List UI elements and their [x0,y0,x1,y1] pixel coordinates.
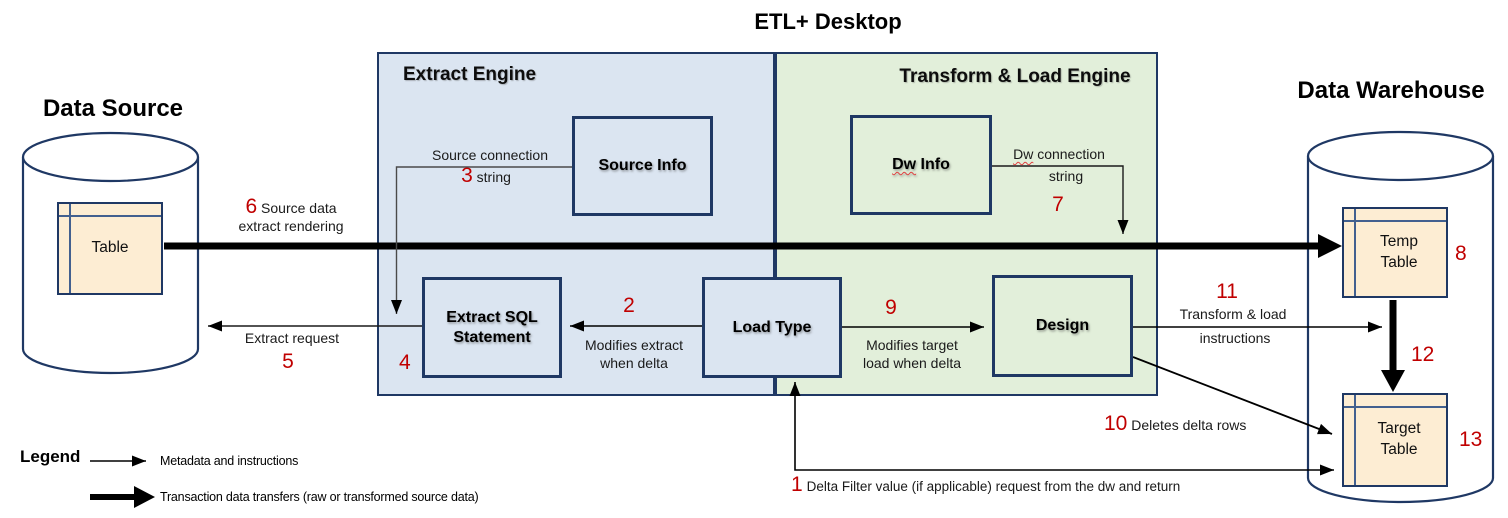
annotation-11-line1: Transform & load [1179,306,1287,322]
annotation-3-number: 3 [461,164,473,187]
load-type-box: Load Type [702,277,842,378]
annotation-10: 10 Deletes delta rows [1104,412,1247,435]
source-table-label: Table [91,239,129,257]
annotation-7-line2: string [1048,168,1084,184]
dw-info-label-word: Dw [892,156,917,173]
annotation-13-number: 13 [1459,428,1483,451]
arrow-12-head [1381,370,1405,392]
annotation-7-number: 7 [1052,193,1064,216]
dw-info-label-rest: Info [916,156,950,173]
annotation-3-line1: Source connection [432,147,548,163]
table-header-line [59,215,161,217]
annotation-8-number: 8 [1455,242,1467,265]
annotation-9-number: 9 [885,296,897,319]
legend-title: Legend [20,447,81,466]
transform-load-engine-title: Transform & Load Engine [899,66,1131,87]
annotation-11-number: 11 [1216,280,1238,303]
legend-thin-label: Metadata and instructions [160,454,299,468]
annotation-7-line1: Dw connection [1013,146,1105,162]
data-source-title: Data Source [42,95,184,122]
data-warehouse-title: Data Warehouse [1297,77,1485,104]
arrow-6-head [1318,234,1342,258]
annotation-2-number: 2 [623,294,635,317]
table-column-line [69,204,71,293]
annotation-9-text: Modifies target load when delta [862,337,962,371]
etl-desktop-title: ETL+ Desktop [754,9,902,34]
annotation-2-text: Modifies extract when delta [584,337,684,371]
annotation-6: 6 Source data extract rendering [238,196,343,235]
annotation-5-text: Extract request [244,330,340,346]
arrow-3-source-connection [391,166,572,314]
arrow-7-dw-connection [992,165,1129,234]
table-header-line [1344,220,1446,222]
annotation-12-number: 12 [1411,343,1435,366]
annotation-3-line2: 3 string [461,164,511,187]
design-box: Design [992,275,1133,377]
source-table: Table [57,202,163,295]
design-label: Design [1035,317,1090,334]
annotation-6-line1: 6 Source data [245,195,337,218]
annotation-11-line2: instructions [1199,330,1271,346]
annotation-6-line2: extract rendering [238,217,344,234]
extract-engine-title: Extract Engine [403,64,537,85]
annotation-1: 1 Delta Filter value (if applicable) req… [791,473,1181,496]
load-type-label: Load Type [732,318,812,336]
dw-info-label: Dw Info [892,155,950,175]
table-header-line [1344,406,1446,408]
legend-thick-label: Transaction data transfers (raw or trans… [160,490,479,504]
source-info-box: Source Info [572,116,713,216]
table-column-line [1354,209,1356,296]
legend-thick-arrow-head [134,486,155,508]
annotation-10-number: 10 [1104,412,1128,435]
source-info-label: Source Info [598,157,687,174]
annotation-5-number: 5 [282,350,294,373]
dw-info-box: Dw Info [850,115,992,215]
annotation-1-number: 1 [791,473,803,496]
arrow-1-delta-filter [789,382,1334,476]
table-column-line [1354,395,1356,485]
annotation-6-number: 6 [245,195,258,218]
annotation-4-number: 4 [399,351,411,374]
